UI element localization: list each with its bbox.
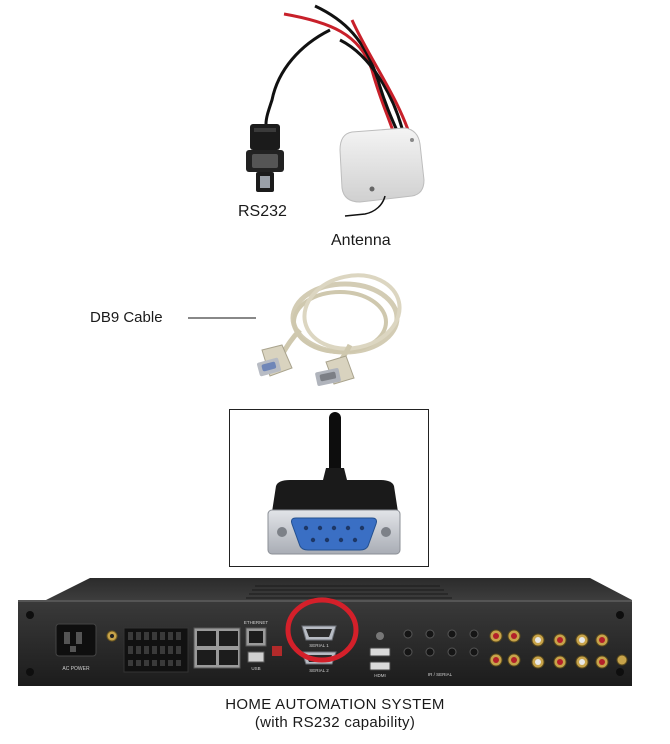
- ac-power-label: AC POWER: [62, 666, 90, 672]
- db9-closeup-frame: [229, 409, 429, 567]
- db9-cable-coil: [257, 273, 402, 386]
- antenna-module: [339, 127, 425, 203]
- ir-serial-jacks: [403, 629, 479, 657]
- highlight-circle: [285, 597, 359, 663]
- ethernet-ports: [193, 627, 241, 669]
- terminal-block: [123, 627, 189, 673]
- usb-port: [247, 651, 265, 663]
- usb-label: USB: [251, 666, 260, 671]
- db9-female-end: [257, 344, 293, 377]
- antenna-label: Antenna: [331, 232, 391, 249]
- serial-2-label: SERIAL 2: [309, 668, 329, 673]
- rca-jacks: [489, 629, 609, 669]
- ir-serial-label: IR / SERIAL: [428, 672, 453, 677]
- hdmi-ports: [369, 632, 391, 671]
- db9-male-end: [315, 355, 355, 386]
- rs232-connector: [246, 124, 284, 192]
- hdmi-label: HDMI: [374, 673, 386, 678]
- ethernet-label: ETHERNET: [244, 620, 269, 625]
- rs232-module: [246, 4, 425, 217]
- caption-subtitle: (with RS232 capability): [254, 714, 416, 731]
- caption-title: HOME AUTOMATION SYSTEM: [225, 696, 445, 713]
- home-automation-device: AC POWER ETHERNET USB: [18, 578, 632, 686]
- serial-1-label: SERIAL 1: [309, 643, 329, 648]
- rs232-label: RS232: [238, 203, 287, 220]
- serial-1-port: [301, 625, 337, 641]
- ac-power-socket: [55, 623, 97, 657]
- ethernet-port-single: [245, 627, 267, 647]
- db9-cable-label: DB9 Cable: [90, 309, 163, 326]
